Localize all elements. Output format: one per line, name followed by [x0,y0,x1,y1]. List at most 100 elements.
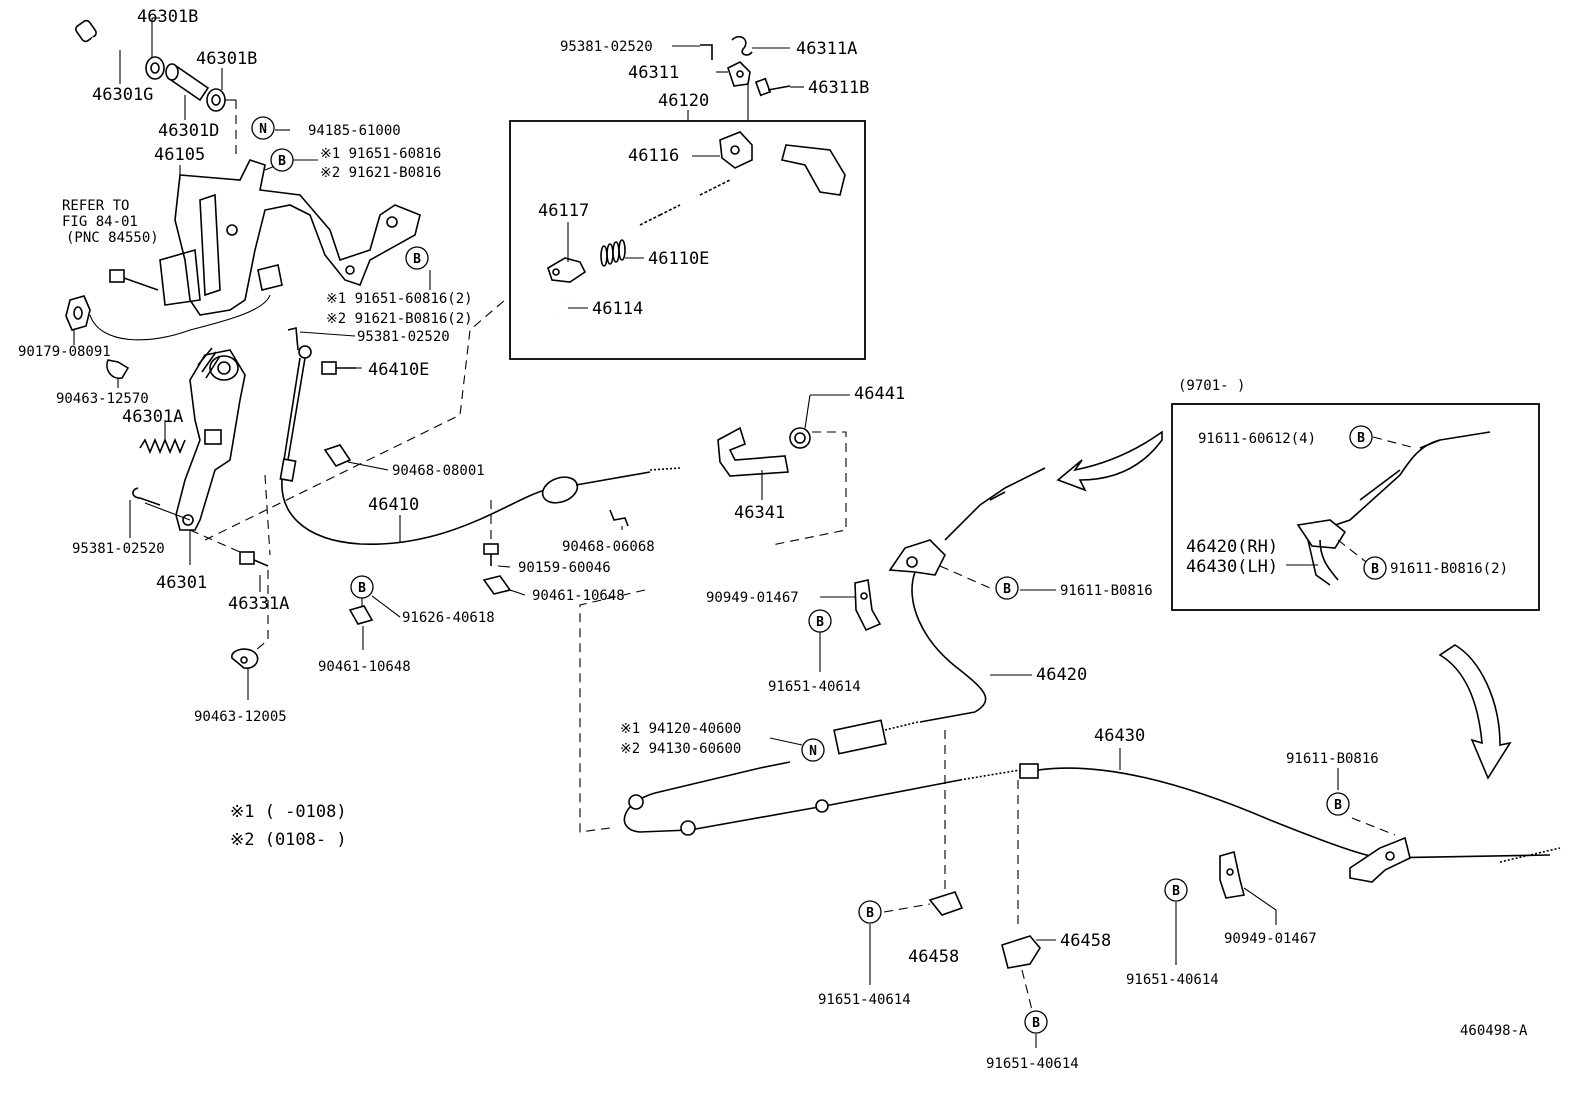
leaders [73,17,1339,1048]
label-91651-c: 91651-40614 [1126,972,1219,988]
label-refer-2: FIG 84-01 [62,214,138,230]
nut-mark-94120: N [801,738,825,762]
label-91611-B0816-b: 91611-B0816 [1286,751,1379,767]
label-90463-12570: 90463-12570 [56,391,149,407]
label-91626: 91626-40618 [402,610,495,626]
svg-text:B: B [1371,562,1379,577]
lever-46120 [618,144,846,249]
svg-text:B: B [816,615,824,630]
cable-46410 [279,345,681,545]
pin-46311B [754,77,791,97]
label-90463-12005: 90463-12005 [194,709,287,725]
bolt-mark-91651-40614-b: B [858,900,882,924]
label-46301B-a: 46301B [137,7,198,27]
label-91651-a: 91651-40614 [768,679,861,695]
label-46120: 46120 [658,91,709,111]
label-90468-06068: 90468-06068 [562,539,655,555]
bolt-mark-91651-b: B [405,246,429,270]
label-inset-46430: 46430(LH) [1186,557,1278,577]
label-46105: 46105 [154,145,205,165]
bolt-mark-91611-B0816-a: B [995,576,1019,600]
label-91651-b: 91651-40614 [818,992,911,1008]
nut-mark-94185: N [251,116,275,140]
bolt-mark-91651-40614-c: B [1164,878,1188,902]
pedal-arm-46301 [175,347,246,531]
bushing-46301B-b [206,88,226,112]
label-refer-3: (PNC 84550) [66,230,159,246]
cover-46116 [719,131,753,169]
label-46116: 46116 [628,146,679,166]
label-90461-b: 90461-10648 [318,659,411,675]
pin-95381-c [700,44,713,60]
pin-95381-a [132,487,161,506]
label-90461-a: 90461-10648 [532,588,625,604]
svg-text:B: B [866,906,874,921]
label-90468-08001: 90468-08001 [392,463,485,479]
label-note-1: ※1 ( -0108) [230,802,347,822]
label-95381-a: 95381-02520 [72,541,165,557]
label-46410E: 46410E [368,360,429,380]
label-figure-id: 460498-A [1460,1023,1528,1039]
label-46410: 46410 [368,495,419,515]
inset-cable [1296,431,1491,586]
label-46341: 46341 [734,503,785,523]
label-m2b: ※2 91621-B0816(2) [326,311,473,327]
svg-text:B: B [358,581,366,596]
inset-box [1171,403,1540,611]
label-inset-91611-B0816: 91611-B0816(2) [1390,561,1508,577]
pawl-46117 [547,257,587,283]
bolt-mark-91651-40614-d: B [1024,1010,1048,1034]
label-refer-1: REFER TO [62,198,129,214]
label-46458-b: 46458 [1060,931,1111,951]
pin-95381-b [287,326,299,351]
label-90949-a: 90949-01467 [706,590,799,606]
bushing-46301B-a [145,56,165,80]
spring-46301A [139,437,186,455]
label-46311: 46311 [628,63,679,83]
arrow-to-cable [1056,430,1163,492]
bolt-mark-91611-B0816-b: B [1326,792,1350,816]
label-91611-B0816-a: 91611-B0816 [1060,583,1153,599]
svg-text:B: B [1172,884,1180,899]
svg-text:B: B [413,252,421,267]
bolt-mark-91651-a: B [270,148,294,172]
label-m1c: ※1 94120-40600 [620,721,741,737]
clip-90461-b [348,605,374,625]
label-46331A: 46331A [228,594,289,614]
label-91651-d: 91651-40614 [986,1056,1079,1072]
svg-text:B: B [1032,1016,1040,1031]
label-46430: 46430 [1094,726,1145,746]
label-95381-b: 95381-02520 [357,329,450,345]
label-inset-46420: 46420(RH) [1186,537,1278,557]
clip-90463-12570 [106,359,130,380]
pin-46114 [553,296,570,320]
svg-text:N: N [809,744,817,759]
label-46117: 46117 [538,201,589,221]
svg-text:B: B [1334,798,1342,813]
label-90179: 90179-08091 [18,344,111,360]
label-94185: 94185-61000 [308,123,401,139]
label-46441: 46441 [854,384,905,404]
label-46110E: 46110E [648,249,709,269]
clip-90468-08001 [323,444,352,467]
label-46420: 46420 [1036,665,1087,685]
label-90949-b: 90949-01467 [1224,931,1317,947]
label-95381-c: 95381-02520 [560,39,653,55]
bolt-mark-inset-a: B [1349,425,1373,449]
label-inset-91611-60612: 91611-60612(4) [1198,431,1316,447]
label-m2a: ※2 91621-B0816 [320,165,441,181]
svg-text:B: B [1357,431,1365,446]
bracket-46458-b [1001,935,1041,969]
svg-text:B: B [278,154,286,169]
label-46301A: 46301A [122,407,183,427]
bolt-mark-91651-40614-a: B [808,609,832,633]
bolt-46301G [75,19,149,82]
label-46301: 46301 [156,573,207,593]
bolt-mark-inset-b: B [1363,556,1387,580]
svg-text:N: N [259,122,267,137]
bushing-46441 [789,427,811,449]
spring-46311A [731,35,753,56]
collar-46301D [165,63,210,102]
bracket-90949-b [1219,850,1245,899]
